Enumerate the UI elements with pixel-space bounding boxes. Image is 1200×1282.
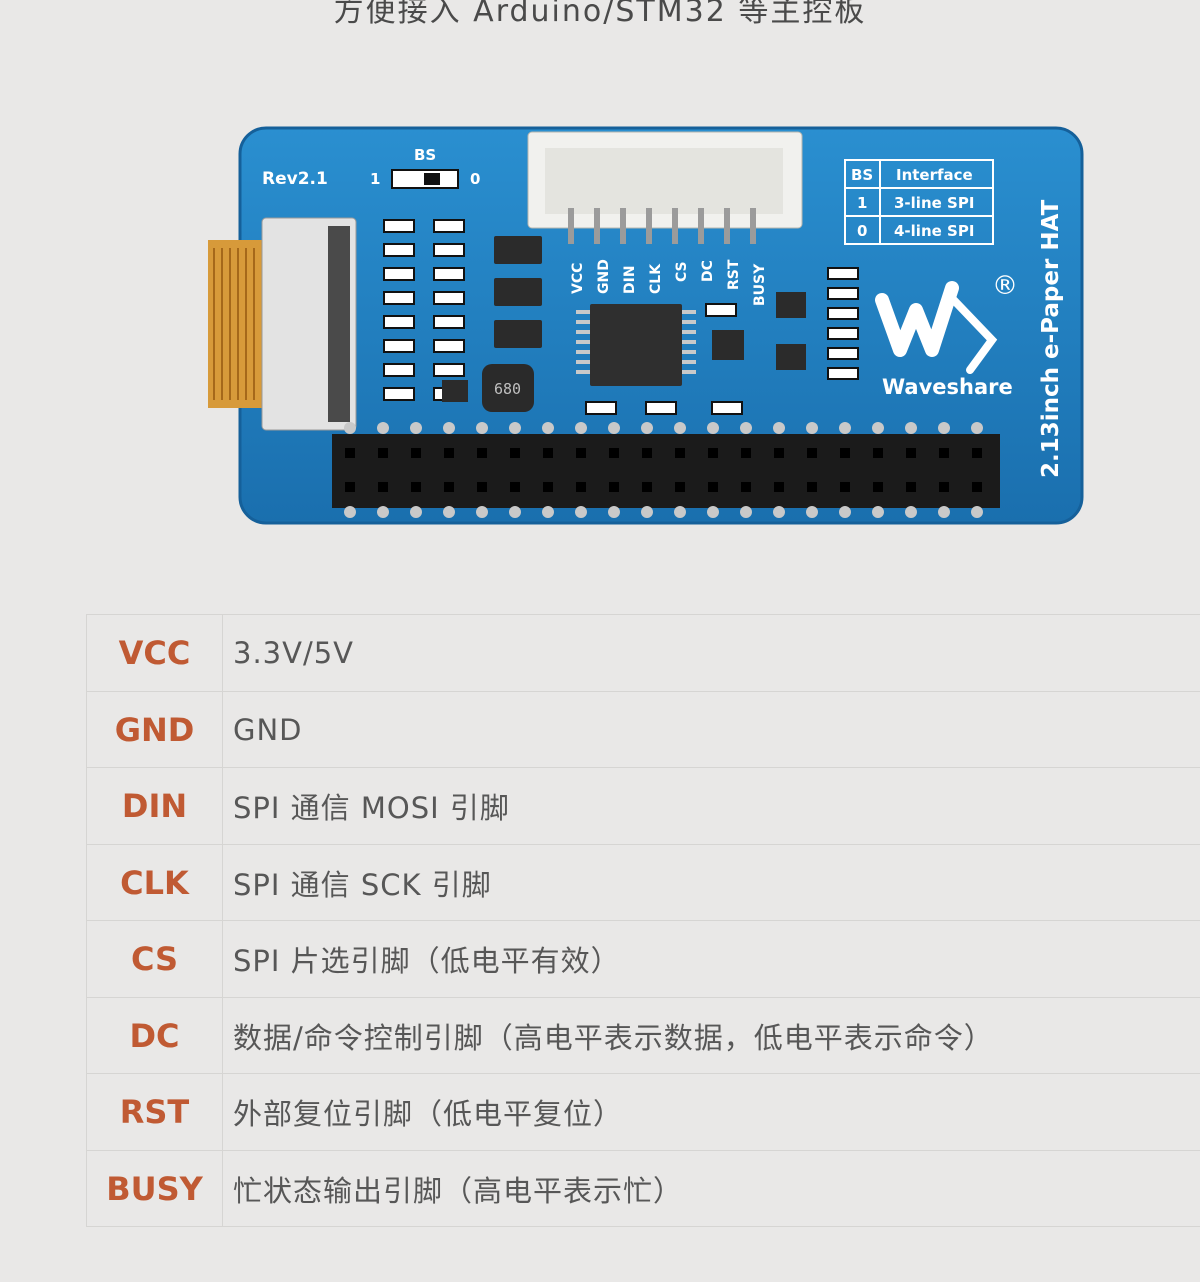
pin-name: RST xyxy=(86,1073,223,1151)
level-shifter-ic xyxy=(590,304,682,386)
silk-vcc: VCC xyxy=(570,263,586,294)
interface-row1-mode: 3-line SPI xyxy=(894,194,974,212)
inductor xyxy=(482,364,534,412)
pin-name: GND xyxy=(86,691,223,768)
interface-row2-bs: 0 xyxy=(857,222,867,240)
table-row: RST 外部复位引脚（低电平复位） xyxy=(86,1073,1200,1151)
diodes xyxy=(494,236,542,348)
table-row: CLK SPI 通信 SCK 引脚 xyxy=(86,844,1200,921)
transistors xyxy=(442,292,806,402)
registered-mark: ® xyxy=(992,271,1018,301)
interface-row1-bs: 1 xyxy=(857,194,867,212)
table-row: VCC 3.3V/5V xyxy=(86,614,1200,692)
silk-cs: CS xyxy=(674,261,690,282)
inductor-marking: 680 xyxy=(494,380,521,398)
silk-busy: BUSY xyxy=(752,263,768,306)
table-row: GND GND xyxy=(86,691,1200,768)
right-resistors xyxy=(585,267,859,415)
pin-description: 外部复位引脚（低电平复位） xyxy=(233,1097,624,1131)
table-row: BUSY 忙状态输出引脚（高电平表示忙） xyxy=(86,1150,1200,1227)
interface-header-bs: BS xyxy=(851,166,873,184)
pin-description: SPI 片选引脚（低电平有效） xyxy=(233,944,621,978)
pin-name: DIN xyxy=(86,767,223,845)
pin-description: SPI 通信 SCK 引脚 xyxy=(233,867,492,902)
brand-label: Waveshare xyxy=(882,375,1013,399)
silk-clk: CLK xyxy=(648,263,664,294)
product-name: 2.13inch e-Paper HAT xyxy=(1038,199,1064,478)
ribbon-connector xyxy=(208,240,264,408)
silk-rst: RST xyxy=(726,259,742,290)
pin-name: CS xyxy=(86,920,223,998)
bs-left-label: 1 xyxy=(370,170,380,188)
table-row: CS SPI 片选引脚（低电平有效） xyxy=(86,920,1200,998)
product-image: Rev2.1 BS 1 0 VCC GND DIN CLK CS DC RST … xyxy=(200,118,1100,538)
interface-header-interface: Interface xyxy=(896,166,973,184)
silk-din: DIN xyxy=(622,265,638,294)
silk-dc: DC xyxy=(700,260,716,282)
pin-description: 3.3V/5V xyxy=(233,636,355,670)
interface-row2-mode: 4-line SPI xyxy=(894,222,974,240)
table-row: DC 数据/命令控制引脚（高电平表示数据，低电平表示命令） xyxy=(86,997,1200,1074)
top-caption: 方便接入 Arduino/STM32 等主控板 xyxy=(333,0,867,29)
pin-name: DC xyxy=(86,997,223,1074)
silk-gnd: GND xyxy=(596,259,612,294)
pin-name: CLK xyxy=(86,844,223,921)
pin-description: 数据/命令控制引脚（高电平表示数据，低电平表示命令） xyxy=(233,1020,994,1055)
pin-table: VCC 3.3V/5V GND GND DIN SPI 通信 MOSI 引脚 C… xyxy=(86,614,1200,1227)
pin-name: BUSY xyxy=(86,1150,223,1227)
pin-description: SPI 通信 MOSI 引脚 xyxy=(233,791,510,825)
pin-description: GND xyxy=(233,712,303,747)
revision-label: Rev2.1 xyxy=(262,169,328,189)
pin-description: 忙状态输出引脚（高电平表示忙） xyxy=(233,1173,684,1208)
bs-right-label: 0 xyxy=(470,170,480,188)
epaper-hat-board: Rev2.1 BS 1 0 VCC GND DIN CLK CS DC RST … xyxy=(208,126,1084,525)
gpio-header xyxy=(332,422,1000,518)
waveshare-logo xyxy=(875,281,998,374)
bs-label: BS xyxy=(414,146,436,164)
interface-table: BS Interface 1 3-line SPI 0 4-line SPI xyxy=(844,159,994,245)
table-row: DIN SPI 通信 MOSI 引脚 xyxy=(86,767,1200,845)
pin-name: VCC xyxy=(86,614,223,692)
